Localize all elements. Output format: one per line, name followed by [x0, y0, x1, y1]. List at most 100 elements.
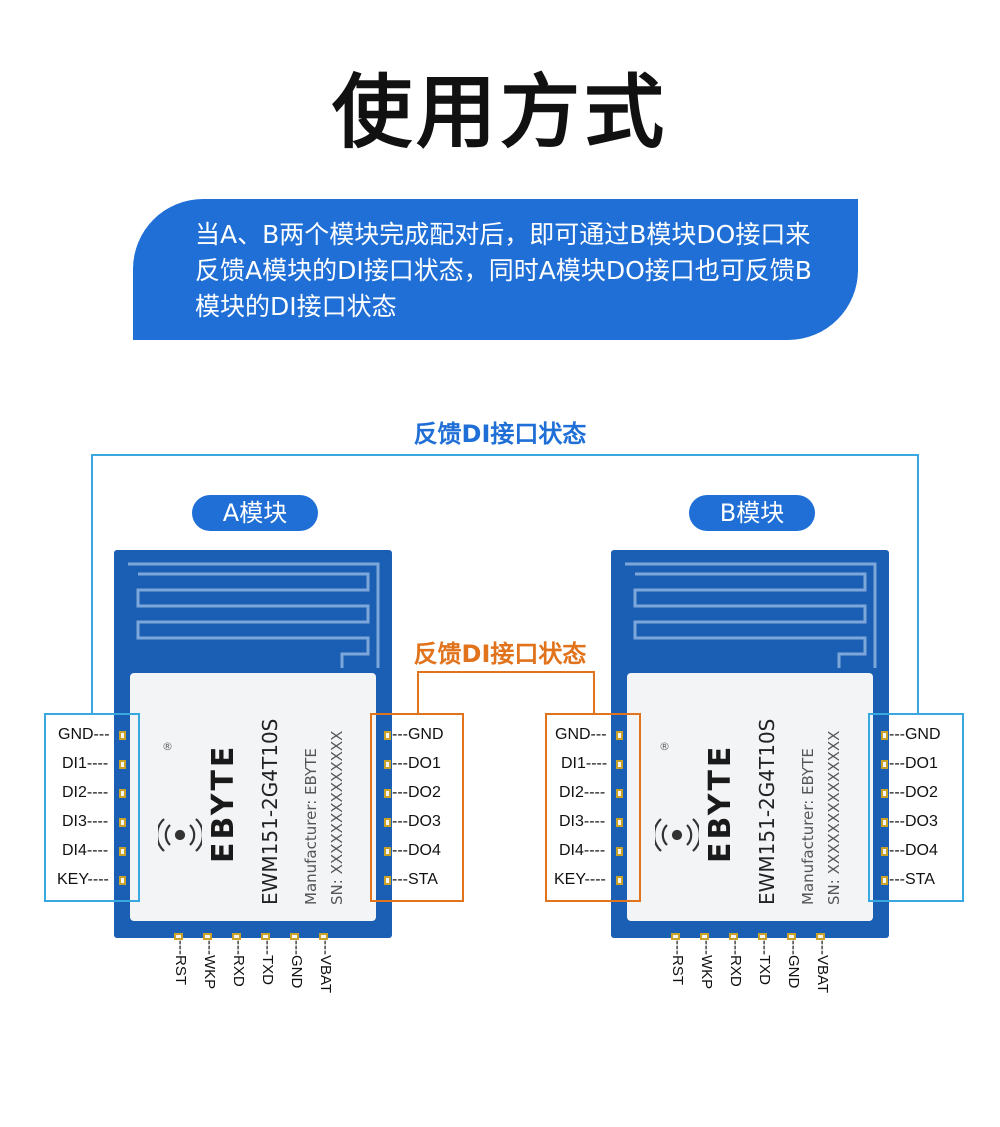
module-b-pill: B模块: [689, 495, 815, 531]
pin-label: ---GND: [889, 726, 941, 743]
pin-label: ---RXD: [727, 940, 744, 987]
pin-label: ---WKP: [201, 940, 218, 990]
pin-pad: [174, 933, 183, 940]
module-b: ® EBYTE EWM151-2G4T10S Manufacturer: EBY…: [611, 550, 889, 938]
pin-pad: [384, 847, 391, 856]
pin-label: DI1----: [561, 755, 608, 772]
pin-pad: [384, 876, 391, 885]
page-title: 使用方式: [332, 66, 668, 159]
pin-pad: [881, 847, 888, 856]
pin-label: ---DO4: [889, 842, 938, 859]
pin-label: ---DO1: [889, 755, 938, 772]
pin-label: ---DO2: [392, 784, 441, 801]
module-label: ® EBYTE EWM151-2G4T10S Manufacturer: EBY…: [130, 673, 376, 921]
pin-pad: [384, 789, 391, 798]
pin-label: DI3----: [62, 813, 109, 830]
pin-label: ---TXD: [756, 940, 773, 985]
banner-text: 当A、B两个模块完成配对后，即可通过B模块DO接口来反馈A模块的DI接口状态，同…: [195, 220, 812, 321]
feedback-top-label: 反馈DI接口状态: [413, 420, 587, 448]
pin-label: DI2----: [559, 784, 606, 801]
pin-label: ---RST: [172, 940, 189, 985]
pin-label: ---TXD: [259, 940, 276, 985]
pin-pad: [881, 876, 888, 885]
module-a-pill: A模块: [192, 495, 318, 531]
pin-label: ---DO2: [889, 784, 938, 801]
pin-pad: [319, 933, 328, 940]
antenna-trace: [128, 562, 380, 668]
pin-label: GND---: [58, 726, 110, 743]
pin-pad: [616, 760, 623, 769]
pin-label: DI4----: [559, 842, 606, 859]
wireless-icon: [655, 818, 699, 852]
pin-label: KEY----: [554, 871, 606, 888]
pin-label: KEY----: [57, 871, 109, 888]
orange-feedback-line: [417, 671, 595, 713]
pin-pad: [616, 789, 623, 798]
pin-label: ---STA: [392, 871, 438, 888]
module-a: ® EBYTE EWM151-2G4T10S Manufacturer: EBY…: [114, 550, 392, 938]
pin-pad: [384, 760, 391, 769]
pin-pad: [119, 818, 126, 827]
description-banner: 当A、B两个模块完成配对后，即可通过B模块DO接口来反馈A模块的DI接口状态，同…: [133, 199, 858, 340]
pin-label: ---DO3: [889, 813, 938, 830]
pin-pad: [119, 731, 126, 740]
registered-mark: ®: [162, 740, 173, 753]
pin-label: ---WKP: [698, 940, 715, 990]
pin-pad: [203, 933, 212, 940]
pin-label: DI1----: [62, 755, 109, 772]
pin-label: ---DO3: [392, 813, 441, 830]
pin-pad: [816, 933, 825, 940]
model-number: EWM151-2G4T10S: [258, 718, 282, 905]
pin-pad: [881, 789, 888, 798]
module-label: ® EBYTE EWM151-2G4T10S Manufacturer: EBY…: [627, 673, 873, 921]
pin-label: DI2----: [62, 784, 109, 801]
module-a-di-box: [44, 713, 140, 902]
pin-label: ---GND: [785, 940, 802, 989]
pin-label: ---DO1: [392, 755, 441, 772]
module-a-do-box: [370, 713, 464, 902]
antenna-trace: [625, 562, 877, 668]
model-number: EWM151-2G4T10S: [755, 718, 779, 905]
pin-pad: [119, 847, 126, 856]
pin-pad: [729, 933, 738, 940]
pin-label: ---VBAT: [317, 940, 334, 994]
pin-pad: [119, 876, 126, 885]
feedback-mid-label: 反馈DI接口状态: [413, 640, 587, 668]
serial-number: SN: XXXXXXXXXXXXXX: [328, 730, 346, 905]
pin-label: ---RST: [669, 940, 686, 985]
brand-logo: EBYTE: [703, 743, 738, 863]
manufacturer-text: Manufacturer: EBYTE: [302, 748, 320, 905]
wireless-icon: [158, 818, 202, 852]
brand-logo: EBYTE: [206, 743, 241, 863]
pin-pad: [881, 760, 888, 769]
pin-label: ---STA: [889, 871, 935, 888]
pin-label: ---RXD: [230, 940, 247, 987]
pin-pad: [290, 933, 299, 940]
serial-number: SN: XXXXXXXXXXXXXX: [825, 730, 843, 905]
pin-label: GND---: [555, 726, 607, 743]
pin-pad: [119, 760, 126, 769]
pin-pad: [881, 731, 888, 740]
pin-label: ---GND: [392, 726, 444, 743]
pin-pad: [232, 933, 241, 940]
pin-pad: [616, 847, 623, 856]
pin-pad: [787, 933, 796, 940]
pin-pad: [384, 731, 391, 740]
pin-label: DI3----: [559, 813, 606, 830]
pin-label: ---GND: [288, 940, 305, 989]
pin-pad: [616, 731, 623, 740]
pin-pad: [758, 933, 767, 940]
blue-feedback-line: [91, 454, 919, 713]
registered-mark: ®: [659, 740, 670, 753]
module-b-do-box: [868, 713, 964, 902]
pin-pad: [384, 818, 391, 827]
pin-pad: [616, 818, 623, 827]
pin-pad: [616, 876, 623, 885]
manufacturer-text: Manufacturer: EBYTE: [799, 748, 817, 905]
pin-pad: [261, 933, 270, 940]
pin-pad: [119, 789, 126, 798]
module-b-di-box: [545, 713, 641, 902]
pin-pad: [700, 933, 709, 940]
pin-label: DI4----: [62, 842, 109, 859]
